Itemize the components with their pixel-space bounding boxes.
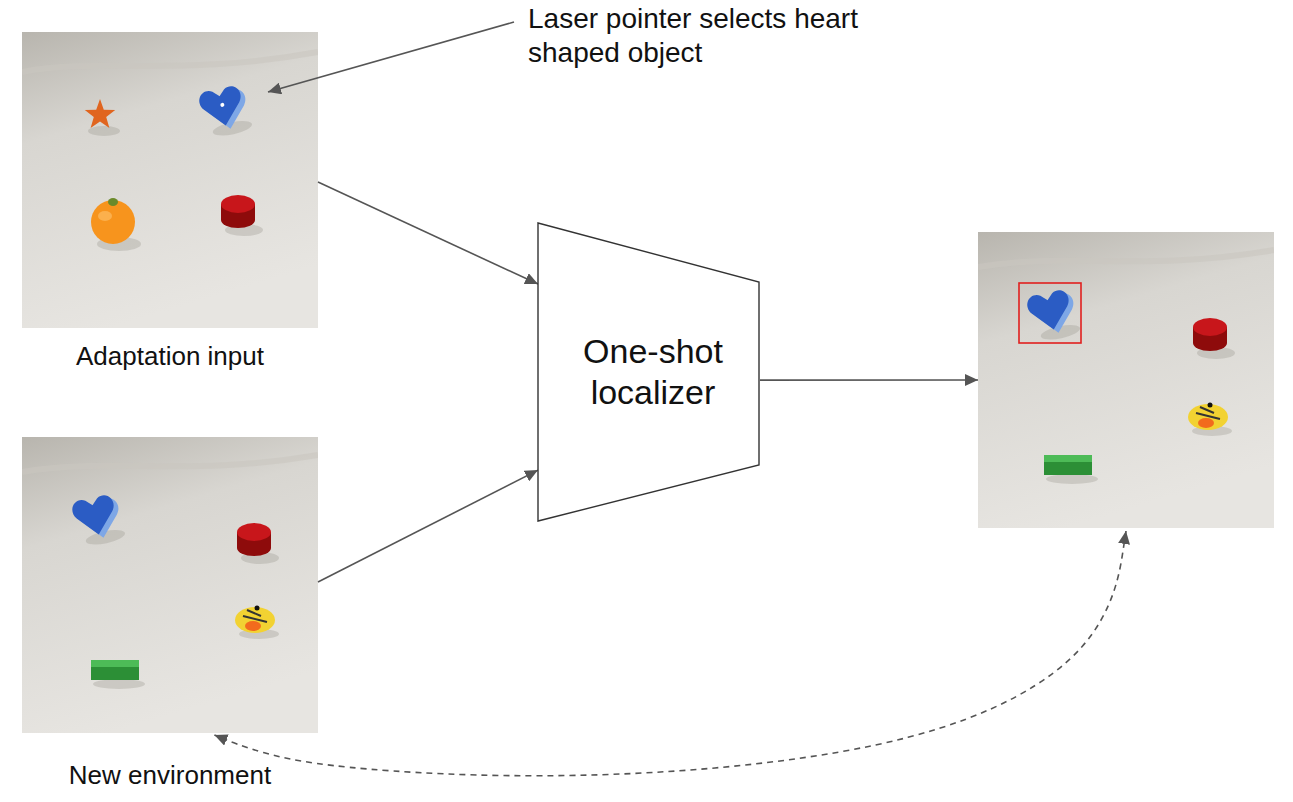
encoder-trapezoid: One-shot localizer (538, 222, 760, 522)
leader-line (268, 22, 514, 92)
trapezoid-shape (538, 223, 759, 521)
cylinder-top (1193, 318, 1227, 336)
duck-eye (1208, 403, 1213, 408)
detection-box (1019, 283, 1081, 343)
block-body (1044, 455, 1092, 475)
cylinder-object (221, 195, 263, 236)
cloth-background (22, 32, 318, 328)
duck-eye (255, 606, 260, 611)
duck-body (1188, 404, 1228, 430)
scene-photo (978, 232, 1274, 528)
process-label: One-shot localizer (563, 331, 743, 413)
star-shape (85, 99, 115, 128)
duck-beak (1198, 418, 1214, 428)
flow-arrow (318, 470, 538, 582)
cloth-fold (22, 52, 318, 72)
input-image: New environment (22, 437, 318, 733)
shadow (93, 679, 145, 689)
shadow (88, 126, 120, 136)
cylinder-object (237, 523, 279, 564)
cloth-background (978, 232, 1274, 528)
trapezoid-outline (538, 222, 760, 522)
input-image: Adaptation input (22, 32, 318, 328)
heart-object (70, 492, 126, 548)
laser-dot (220, 102, 225, 107)
highlight (98, 211, 112, 221)
scene-photo (22, 32, 318, 328)
cloth-fold (22, 455, 318, 472)
cloth-background (22, 437, 318, 733)
duck-object (1188, 403, 1232, 437)
block-top (91, 660, 139, 667)
star-object (85, 99, 120, 136)
heart-shape (197, 84, 246, 129)
heart-object (197, 83, 253, 139)
duck-beak (245, 621, 261, 631)
cylinder-object (1193, 318, 1235, 359)
cloth-fold (978, 250, 1274, 267)
flow-arrow (760, 379, 978, 381)
block-object (91, 660, 145, 689)
block-object (1044, 455, 1098, 484)
shadow (1046, 474, 1098, 484)
duck-object (235, 606, 279, 640)
block-top (1044, 455, 1092, 462)
cylinder-top (237, 523, 271, 541)
heart-shape (1025, 288, 1074, 333)
annotation-text: Laser pointer selects heart shaped objec… (528, 2, 928, 69)
duck-stripes (1196, 407, 1220, 419)
orange-object (91, 198, 141, 251)
feedback-arrow (214, 531, 1126, 776)
flow-arrow (318, 182, 538, 284)
stem (108, 198, 118, 206)
image-caption: New environment (2, 761, 338, 791)
duck-stripes (243, 610, 267, 622)
orange-body (91, 200, 135, 244)
image-caption: Adaptation input (2, 342, 338, 372)
scene-photo (22, 437, 318, 733)
output-image (978, 232, 1274, 528)
duck-body (235, 607, 275, 633)
heart-shape (70, 493, 119, 538)
cylinder-top (221, 195, 255, 213)
heart-object (1025, 287, 1081, 343)
block-body (91, 660, 139, 680)
